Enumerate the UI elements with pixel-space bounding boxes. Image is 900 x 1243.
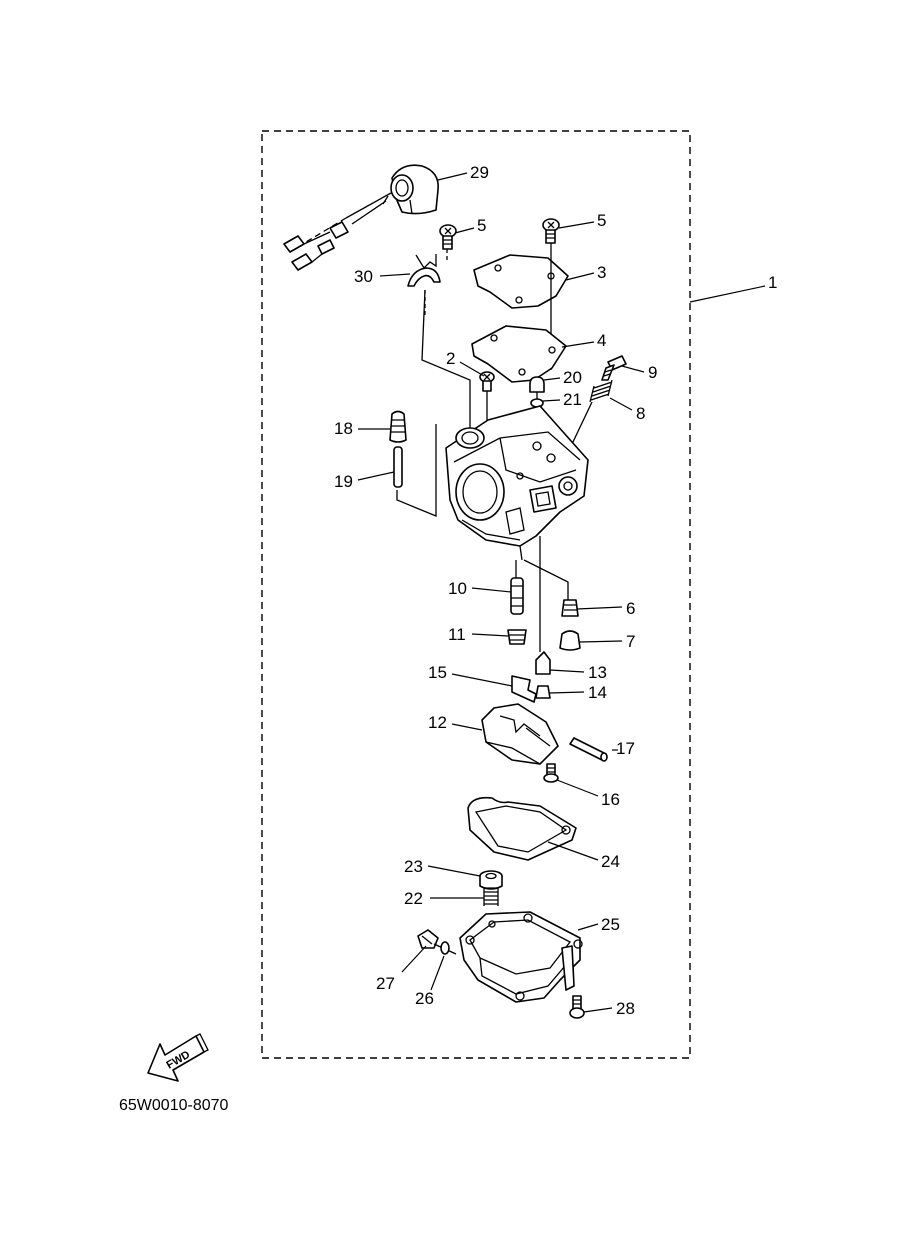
label-part-7: 7 (626, 632, 635, 651)
part-3-plate (473, 243, 569, 370)
part-10-nozzle (510, 577, 524, 615)
label-part-8: 8 (636, 404, 645, 423)
part-15-clip (511, 675, 537, 703)
part-7-cap (559, 630, 581, 651)
part-30-clip (407, 254, 471, 434)
part-27-drain-screw (417, 929, 457, 955)
label-part-16: 16 (601, 790, 620, 809)
label-part-10: 10 (448, 579, 467, 598)
label-part-5-left: 5 (477, 216, 486, 235)
part-6-pilot-screw (561, 599, 579, 617)
part-28-screw (569, 995, 585, 1019)
part-11-jet (507, 629, 527, 645)
label-part-25: 25 (601, 915, 620, 934)
part-23-collar (479, 870, 503, 890)
part-5-screw-right (542, 218, 560, 244)
label-part-6: 6 (626, 599, 635, 618)
part-29-elbow-hose (283, 164, 439, 271)
label-part-11: 11 (448, 625, 466, 644)
label-part-30: 30 (354, 267, 373, 286)
part-12-float (481, 703, 559, 765)
label-part-23: 23 (404, 857, 423, 876)
label-part-14: 14 (588, 683, 607, 702)
part-2-screw (479, 371, 495, 420)
part-25-float-chamber (459, 911, 583, 1003)
label-part-3: 3 (597, 263, 606, 282)
part-18-jet (389, 410, 407, 443)
label-part-5-right: 5 (597, 211, 606, 230)
carburetor-body (445, 405, 589, 652)
label-part-17: 17 (616, 739, 635, 758)
leader-lines (357, 172, 766, 1013)
part-26-washer (440, 941, 450, 955)
part-4-plate (471, 325, 567, 383)
part-19-pilot-tube (393, 424, 437, 517)
label-part-15: 15 (428, 663, 447, 682)
label-part-28: 28 (616, 999, 635, 1018)
part-13-needle-valve (535, 651, 551, 675)
label-part-12: 12 (428, 713, 447, 732)
label-part-9: 9 (648, 363, 657, 382)
label-part-22: 22 (404, 889, 423, 908)
part-number-labels: 1 29 5 5 30 3 4 2 20 21 9 8 18 19 10 6 1… (334, 163, 777, 1018)
label-part-1: 1 (768, 273, 777, 292)
label-part-21: 21 (563, 390, 582, 409)
assembly-boundary (261, 130, 691, 1059)
label-part-13: 13 (588, 663, 607, 682)
label-part-19: 19 (334, 472, 353, 491)
part-22-spring (483, 887, 499, 906)
label-part-2: 2 (446, 349, 455, 368)
part-17-pin (569, 737, 608, 762)
label-part-18: 18 (334, 419, 353, 438)
fwd-direction-arrow: FWD (147, 1033, 209, 1082)
label-part-20: 20 (563, 368, 582, 387)
part-21-o-ring (530, 398, 544, 408)
part-14-valve-seat (535, 685, 551, 699)
part-24-gasket (467, 796, 577, 861)
part-9-screw (601, 355, 627, 381)
label-part-4: 4 (597, 331, 606, 350)
label-part-24: 24 (601, 852, 620, 871)
label-part-29: 29 (470, 163, 489, 182)
part-16-screw (543, 763, 559, 783)
part-5-screw-left (439, 224, 457, 262)
label-part-26: 26 (415, 989, 434, 1008)
drawing-code: 65W0010-8070 (119, 1097, 229, 1114)
label-part-27: 27 (376, 974, 395, 993)
